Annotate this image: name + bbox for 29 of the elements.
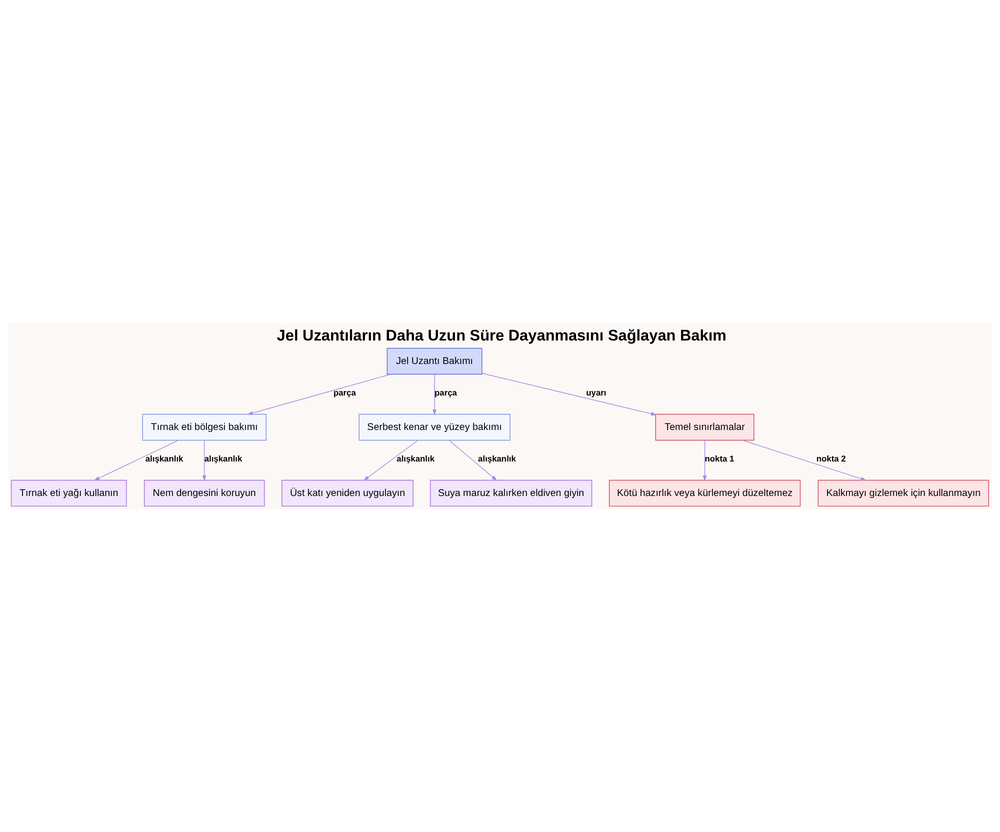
edge-label: nokta 2 (816, 454, 846, 464)
edge-label: alışkanlık (396, 454, 435, 464)
node-box: Kalkmayı gizlemek için kullanmayın (818, 480, 990, 507)
diagram-title: Jel Uzantıların Daha Uzun Süre Dayanmasını Sağlayan Bakım (276, 327, 726, 344)
arrow (702, 440, 707, 482)
node-box: Nem dengesini koruyun (144, 480, 265, 507)
arrow (742, 440, 866, 481)
node-box: Üst katı yeniden uygulayın (282, 480, 414, 507)
arrow (432, 374, 437, 416)
edge-label: alışkanlık (145, 454, 184, 464)
edge-label: nokta 1 (704, 454, 734, 464)
arrow (363, 440, 418, 481)
edge-label: alışkanlık (204, 454, 242, 464)
node-box: Tırnak eti bölgesi bakımı (142, 414, 266, 441)
edge-label: uyarı (586, 388, 606, 398)
node-box: Suya maruz kalırken eldiven giyin (430, 480, 592, 507)
arrow (247, 374, 392, 415)
arrow (202, 440, 206, 482)
edge-label: alışkanlık (478, 454, 516, 464)
arrow (448, 440, 498, 481)
arrow (94, 440, 179, 481)
node-box: Jel Uzantı Bakımı (386, 348, 482, 375)
arrow (482, 372, 657, 416)
node-box: Temel sınırlamalar (655, 414, 754, 441)
edge-label: parça (434, 388, 457, 398)
edge-label: parça (333, 388, 356, 398)
node-box: Serbest kenar ve yüzey bakımı (358, 414, 510, 441)
node-box: Kötü hazırlık veya kürlemeyi düzeltemez (608, 480, 801, 507)
node-box: Tırnak eti yağı kullanın (10, 480, 127, 507)
